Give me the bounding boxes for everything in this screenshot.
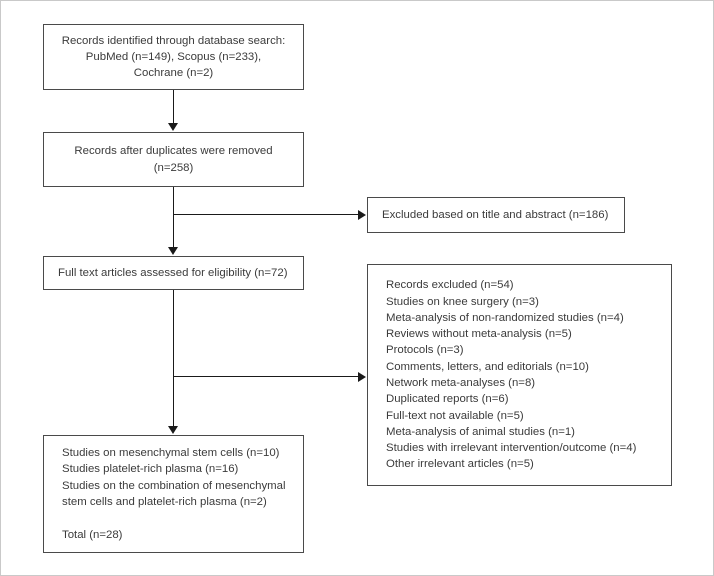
node-included-studies: Studies on mesenchymal stem cells (n=10)…: [43, 435, 304, 553]
excluded-details-line: Records excluded (n=54): [386, 279, 514, 292]
node-excluded-title-abstract-text: Excluded based on title and abstract (n=…: [382, 208, 609, 221]
connector-identified-to-duplicates: [173, 90, 174, 124]
excluded-details-line: Meta-analysis of animal studies (n=1): [386, 425, 575, 438]
connector-fulltext-to-included: [173, 290, 174, 427]
arrow-down-icon-fulltext: [168, 247, 178, 255]
node-duplicates-removed-text: Records after duplicates were removed (n…: [74, 145, 273, 174]
arrow-down-icon-included: [168, 426, 178, 434]
node-records-identified: Records identified through database sear…: [43, 24, 304, 90]
node-duplicates-removed: Records after duplicates were removed (n…: [43, 132, 304, 187]
node-full-text-assessed: Full text articles assessed for eligibil…: [43, 256, 304, 290]
excluded-details-line: Studies on knee surgery (n=3): [386, 295, 539, 308]
excluded-details-line: Meta-analysis of non-randomized studies …: [386, 311, 624, 324]
excluded-details-line: Studies with irrelevant intervention/out…: [386, 442, 637, 455]
excluded-details-line: Network meta-analyses (n=8): [386, 377, 536, 389]
arrow-right-icon-excluded-details: [358, 372, 366, 382]
arrow-right-icon-excluded-title-abstract: [358, 210, 366, 220]
node-excluded-title-abstract: Excluded based on title and abstract (n=…: [367, 197, 625, 233]
connector-duplicates-to-excluded-title-abstract: [173, 214, 359, 215]
excluded-details-line: Comments, letters, and editorials (n=10): [386, 360, 589, 373]
node-full-text-assessed-text: Full text articles assessed for eligibil…: [58, 266, 288, 279]
excluded-details-list: Records excluded (n=54) Studies on knee s…: [368, 277, 689, 473]
excluded-details-line: Other irrelevant articles (n=5): [386, 458, 534, 471]
node-included-studies-text: Studies on mesenchymal stem cells (n=10)…: [62, 447, 286, 541]
connector-fulltext-to-excluded-details: [173, 376, 359, 377]
excluded-details-line: Reviews without meta-analysis (n=5): [386, 328, 572, 341]
excluded-details-line: Duplicated reports (n=6): [386, 393, 509, 406]
node-records-identified-text: Records identified through database sear…: [61, 34, 286, 80]
connector-duplicates-to-fulltext: [173, 187, 174, 248]
excluded-details-line: Full-text not available (n=5): [386, 409, 524, 422]
arrow-down-icon-duplicates: [168, 123, 178, 131]
node-excluded-details: Records excluded (n=54) Studies on knee s…: [367, 264, 672, 486]
excluded-details-line: Protocols (n=3): [386, 344, 464, 357]
